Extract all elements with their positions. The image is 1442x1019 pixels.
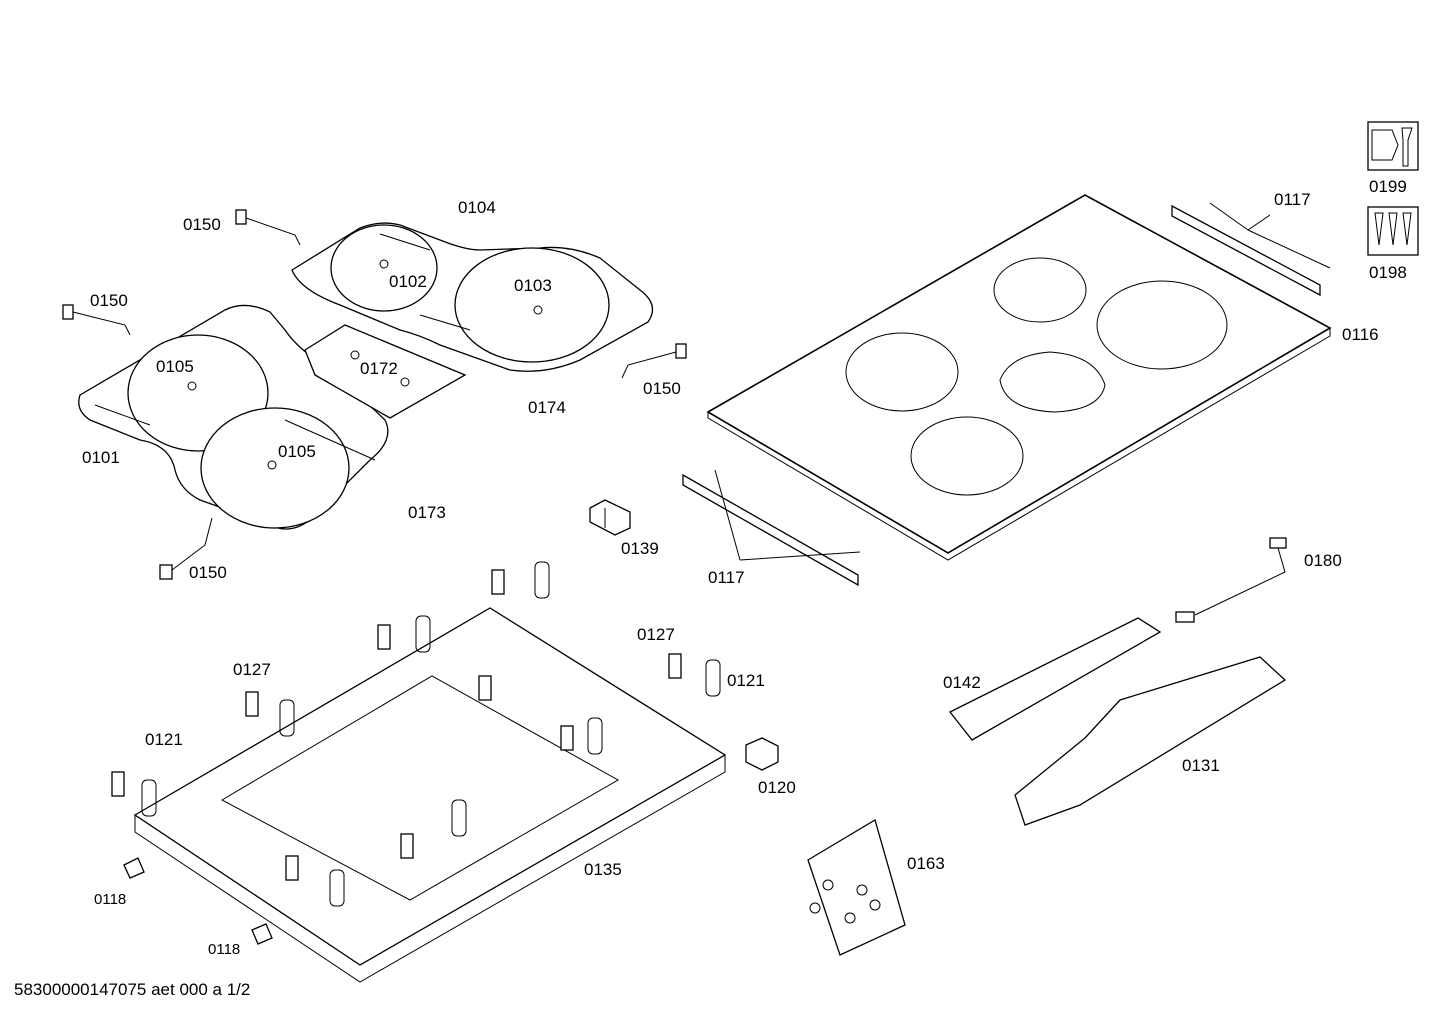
part-0172-shield (304, 324, 467, 419)
part-0180-cable (1175, 537, 1287, 623)
label-0127: 0127 (233, 660, 271, 679)
label-0104: 0104 (458, 198, 496, 217)
label-0199: 0199 (1369, 177, 1407, 196)
label-0180: 0180 (1304, 551, 1342, 570)
part-0163-screw-bag (807, 819, 906, 956)
label-0173: 0173 (408, 503, 446, 522)
part-0150-wires (62, 209, 687, 580)
part-0142-board (948, 617, 1162, 741)
label-0105: 0105 (156, 357, 194, 376)
label-0135: 0135 (584, 860, 622, 879)
label-0142: 0142 (943, 673, 981, 692)
label-0163: 0163 (907, 854, 945, 873)
part-0127-feet (111, 569, 682, 881)
label-0121: 0121 (727, 671, 765, 690)
part-0120-box (745, 737, 779, 771)
label-0117: 0117 (708, 568, 745, 587)
part-0173-wire (339, 468, 442, 527)
part-0139-terminal (589, 499, 631, 536)
part-0121-springs (141, 561, 721, 907)
label-0118: 0118 (208, 941, 240, 958)
label-0150: 0150 (189, 563, 227, 582)
label-0150: 0150 (90, 291, 128, 310)
part-0116-glass-top (706, 194, 1332, 561)
label-0118: 0118 (94, 891, 126, 908)
label-0172: 0172 (360, 359, 398, 378)
screws-set-icon (1367, 206, 1419, 256)
label-0116: 0116 (1342, 325, 1379, 344)
label-0101: 0101 (82, 448, 120, 467)
label-0103: 0103 (514, 276, 552, 295)
label-0198: 0198 (1369, 263, 1407, 282)
label-0174: 0174 (528, 398, 566, 417)
part-0118-clips (123, 857, 273, 945)
label-0102: 0102 (389, 272, 427, 291)
part-labels: 0104 0150 0102 0103 0150 0105 0172 0150 … (82, 177, 1407, 958)
label-0117: 0117 (1274, 190, 1311, 209)
label-0105: 0105 (278, 442, 316, 461)
part-0131-bracket (1014, 656, 1287, 826)
label-0121: 0121 (145, 730, 183, 749)
label-0131: 0131 (1182, 756, 1220, 775)
label-0150: 0150 (183, 215, 221, 234)
part-0117-brackets (682, 202, 1331, 587)
part-0135-tray (133, 607, 727, 983)
part-0104-plate (291, 222, 654, 372)
document-id: 58300000147075 aet 000 a 1/2 (14, 980, 251, 999)
wrench-nut-icon (1367, 121, 1419, 171)
label-0127: 0127 (637, 625, 675, 644)
label-0139: 0139 (621, 539, 659, 558)
label-0150: 0150 (643, 379, 681, 398)
part-0174-element (433, 399, 592, 493)
label-0120: 0120 (758, 778, 796, 797)
